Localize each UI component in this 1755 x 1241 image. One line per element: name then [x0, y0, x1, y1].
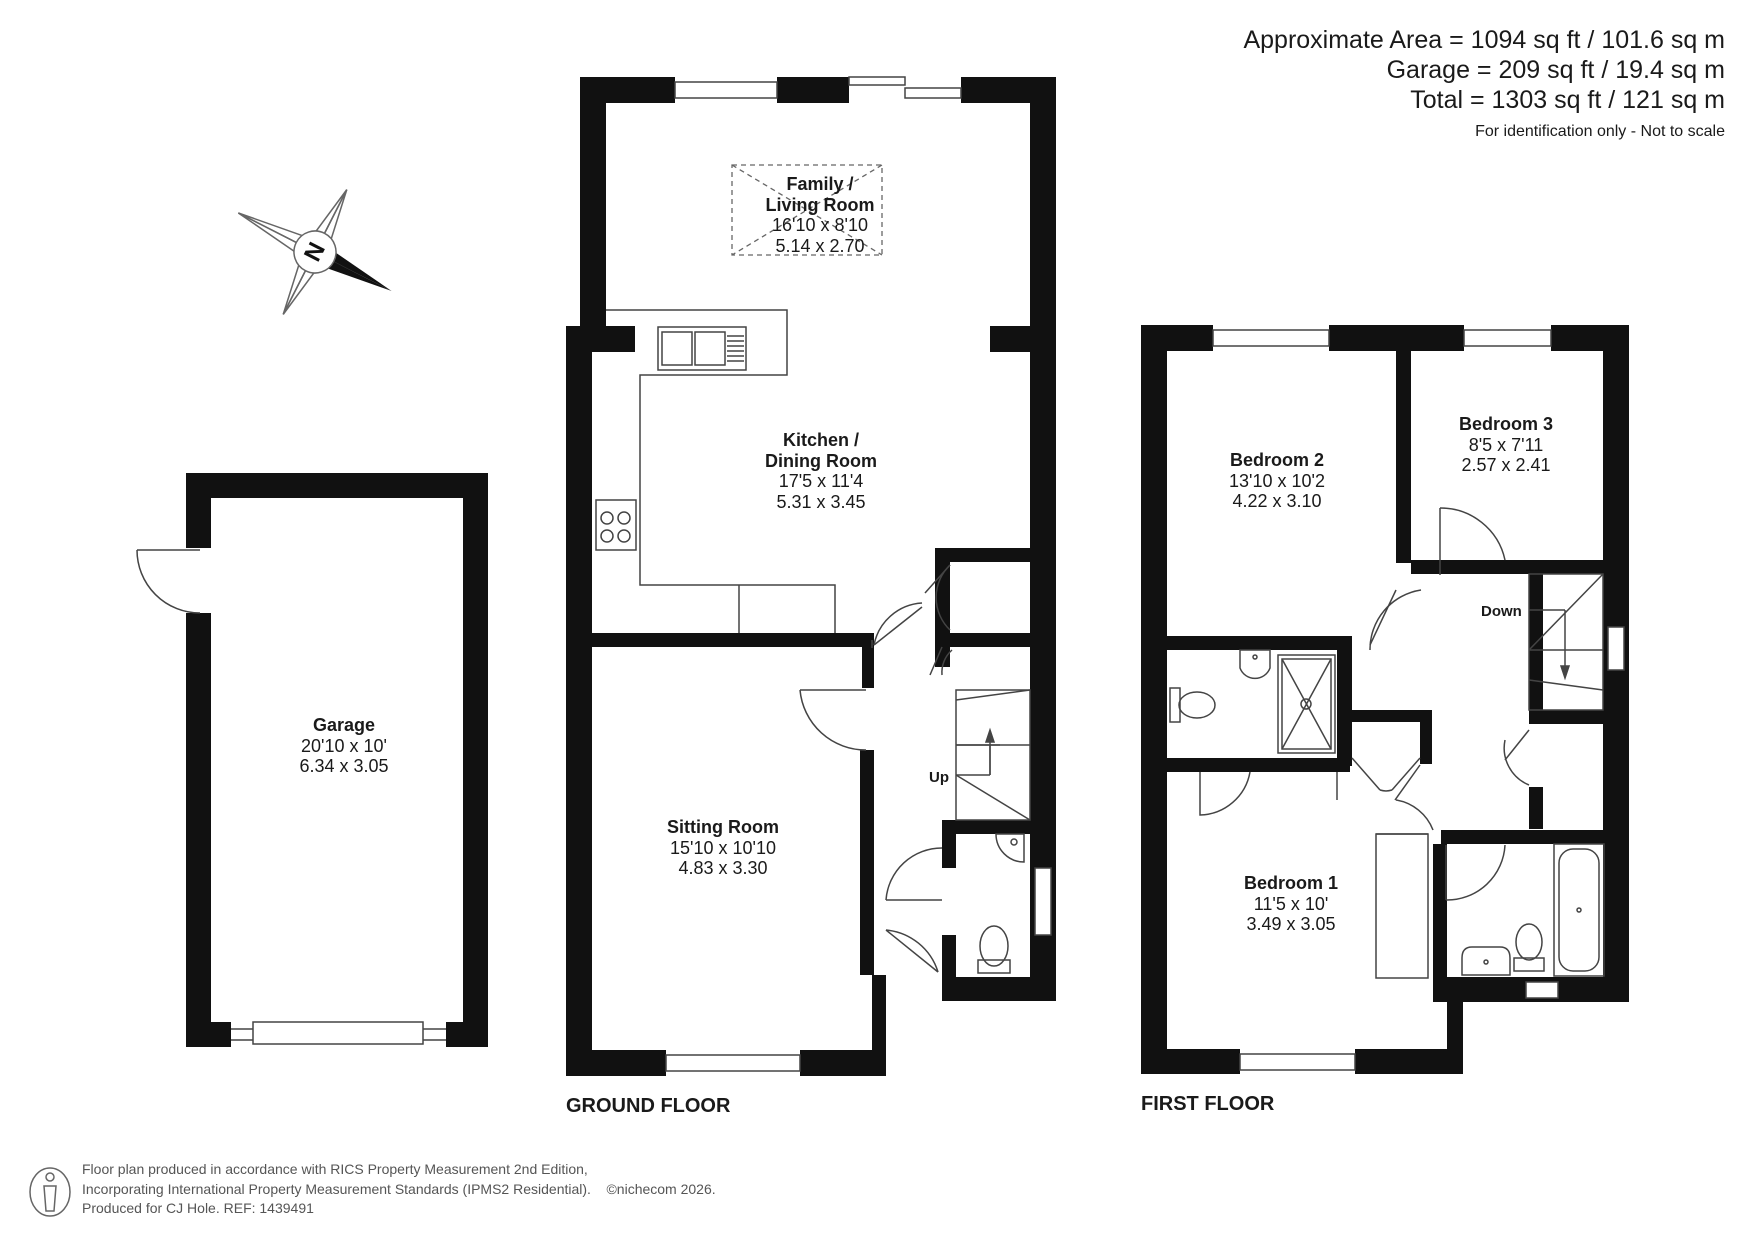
room-label-family-living: Family / Living Room 16'10 x 8'10 5.14 x… — [766, 174, 875, 256]
room-imperial: 20'10 x 10' — [301, 735, 387, 756]
room-name: Garage — [312, 715, 376, 735]
room-name: Bedroom 3 — [1458, 414, 1554, 434]
skylight — [731, 164, 883, 256]
person-icon — [29, 1167, 71, 1217]
room-name: Kitchen / Dining Room — [765, 430, 877, 471]
footer-copyright: ©nichecom 2026. — [606, 1180, 716, 1197]
shower-room-fittings — [1169, 649, 1336, 754]
first-floor-windows — [1212, 329, 1625, 1071]
footer-line-2-wrap: Incorporating International Property Mea… — [82, 1180, 716, 1200]
ground-floor-windows — [665, 76, 1052, 1072]
ground-floor-doors — [799, 564, 953, 973]
room-imperial: 15'10 x 10'10 — [670, 837, 776, 858]
room-label-kitchen-dining: Kitchen / Dining Room 17'5 x 11'4 5.31 x… — [765, 430, 877, 512]
garage-area-text: Garage = 209 sq ft / 19.4 sq m — [1386, 56, 1725, 84]
room-name: Family / Living Room — [765, 174, 875, 215]
footer-line-1: Floor plan produced in accordance with R… — [82, 1161, 588, 1177]
garage-door — [231, 1021, 446, 1045]
bedroom1-wardrobe — [1375, 833, 1429, 979]
compass-north-icon — [237, 189, 392, 315]
room-imperial: 11'5 x 10' — [1253, 893, 1329, 914]
room-metric: 5.31 x 3.45 — [776, 491, 866, 512]
room-label-bedroom-2: Bedroom 2 13'10 x 10'2 4.22 x 3.10 — [1229, 450, 1325, 512]
bathroom-fittings — [1461, 843, 1605, 977]
room-metric: 2.57 x 2.41 — [1461, 455, 1551, 475]
room-metric: 4.22 x 3.10 — [1232, 491, 1322, 511]
garage-side-door — [136, 549, 201, 614]
room-label-sitting-room: Sitting Room 15'10 x 10'10 4.83 x 3.30 — [667, 817, 779, 879]
room-imperial: 8'5 x 7'11 — [1468, 434, 1544, 455]
room-metric: 5.14 x 2.70 — [775, 235, 865, 256]
room-imperial: 16'10 x 8'10 — [772, 215, 868, 235]
stairs-down-label: Down — [1481, 603, 1522, 620]
room-name: Bedroom 2 — [1229, 450, 1325, 470]
first-floor-doors — [1199, 507, 1530, 901]
room-metric: 3.49 x 3.05 — [1246, 914, 1336, 934]
room-metric: 4.83 x 3.30 — [678, 858, 768, 878]
wc-fittings — [977, 833, 1025, 974]
footer-notice: Floor plan produced in accordance with R… — [82, 1160, 716, 1219]
room-label-bedroom-3: Bedroom 3 8'5 x 7'11 2.57 x 2.41 — [1459, 414, 1553, 476]
total-area-text: Total = 1303 sq ft / 121 sq m — [1410, 86, 1725, 114]
approximate-area-text: Approximate Area = 1094 sq ft / 101.6 sq… — [1243, 26, 1725, 54]
first-floor-label: FIRST FLOOR — [1141, 1093, 1275, 1115]
garage-walls — [186, 473, 488, 1047]
room-label-garage: Garage 20'10 x 10' 6.34 x 3.05 — [299, 715, 388, 777]
disclaimer-text: For identification only - Not to scale — [1475, 123, 1725, 140]
room-imperial: 17'5 x 11'4 — [778, 471, 864, 491]
room-label-bedroom-1: Bedroom 1 11'5 x 10' 3.49 x 3.05 — [1244, 873, 1338, 935]
ground-floor-stairs — [955, 689, 1031, 821]
room-name: Bedroom 1 — [1243, 873, 1339, 893]
room-imperial: 13'10 x 10'2 — [1229, 470, 1325, 491]
first-floor-stairs — [1528, 573, 1604, 711]
stairs-up-label: Up — [929, 769, 949, 786]
room-name: Sitting Room — [667, 817, 779, 837]
footer-line-2: Incorporating International Property Mea… — [82, 1180, 591, 1197]
ground-floor-label: GROUND FLOOR — [566, 1095, 731, 1117]
kitchen-fittings — [595, 309, 836, 633]
ground-floor-walls — [566, 77, 1056, 1076]
room-metric: 6.34 x 3.05 — [299, 756, 389, 776]
footer-line-3: Produced for CJ Hole. REF: 1439491 — [82, 1200, 314, 1216]
